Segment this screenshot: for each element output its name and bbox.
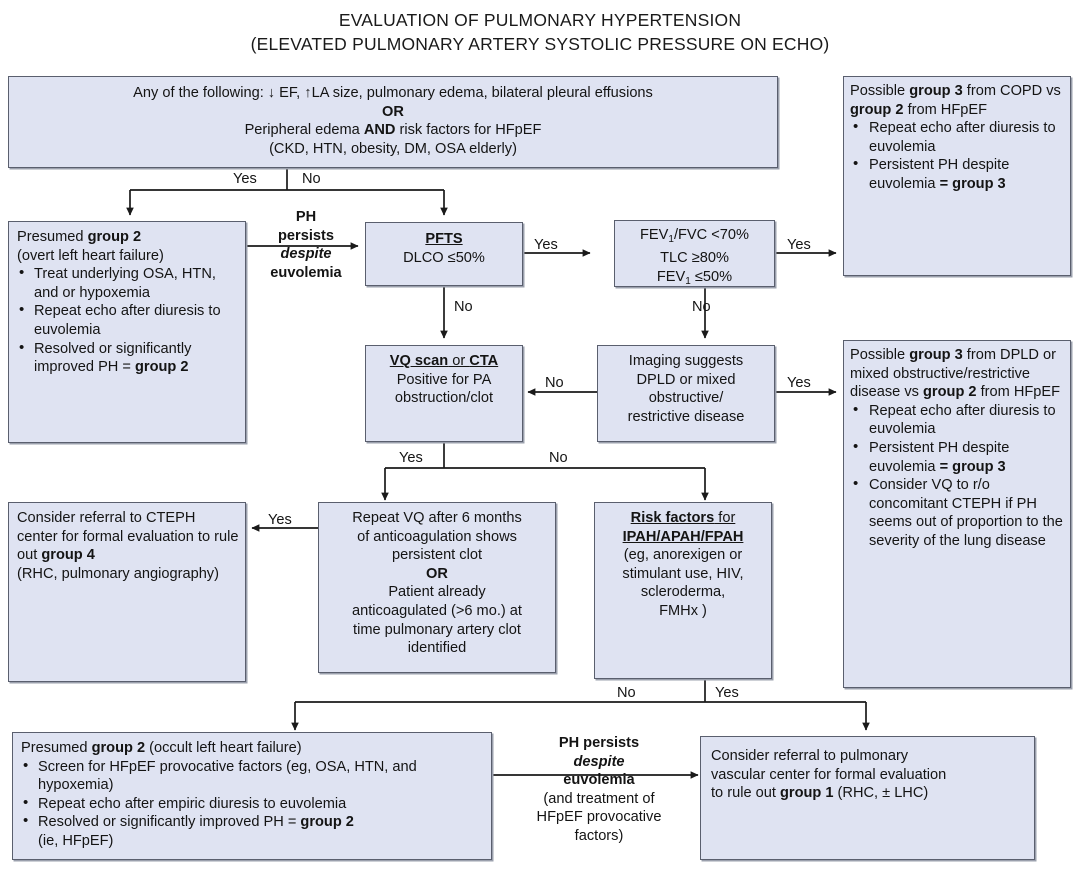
group2-occult-bullets: Screen for HFpEF provocative factors (eg… [21, 757, 483, 851]
edge-label-no-pfts: No [454, 299, 473, 315]
list-item: Persistent PH despite euvolemia = group … [850, 155, 1064, 193]
repeat-vq-l3: persistent clot [391, 547, 483, 564]
pulmonary-vascular-referral-box: Consider referral to pulmonary vascular … [700, 736, 1035, 860]
group3-dpld-bullets: Repeat echo after diuresis to euvolemia … [850, 401, 1064, 551]
list-item: Screen for HFpEF provocative factors (eg… [21, 757, 483, 795]
group3-copd-heading: Possible group 3 from COPD vs group 2 fr… [850, 83, 1061, 118]
spirometry-line-1: FEV1/FVC <70% [640, 227, 749, 245]
risk-factors-heading-1: Risk factors for [630, 510, 736, 526]
group2-occult-heading: Presumed group 2 (occult left heart fail… [21, 740, 302, 756]
edge-label-yes-spirometry: Yes [787, 237, 811, 253]
ph-bottom-line-5: HFpEF provocative [536, 809, 662, 826]
criteria-line-3: Peripheral edema AND risk factors for HF… [244, 122, 542, 139]
list-item: Resolved or significantly improved PH = … [21, 812, 483, 850]
presumed-group2-overt-box: Presumed group 2 (overt left heart failu… [8, 221, 246, 443]
title-line-2: (ELEVATED PULMONARY ARTERY SYSTOLIC PRES… [250, 34, 830, 54]
edge-label-yes-imaging: Yes [787, 375, 811, 391]
edge-label-yes-vq: Yes [399, 450, 423, 466]
repeat-vq-or: OR [426, 565, 448, 582]
risk-factors-box: Risk factors for IPAH/APAH/FPAH (eg, ano… [594, 502, 772, 679]
repeat-vq-l8: identified [407, 640, 467, 657]
risk-factors-l1: (eg, anorexigen or [623, 547, 743, 564]
group2-overt-bullets: Treat underlying OSA, HTN, and or hypoxe… [17, 264, 239, 377]
list-item: Repeat echo after diuresis to euvolemia [17, 301, 239, 339]
edge-label-no-imaging: No [545, 375, 564, 391]
ph-bottom-line-3: euvolemia [563, 772, 635, 789]
criteria-line-1: Any of the following: ↓ EF, ↑LA size, pu… [133, 85, 653, 101]
risk-factors-l4: FMHx ) [659, 602, 707, 619]
list-item: Treat underlying OSA, HTN, and or hypoxe… [17, 264, 239, 302]
group3-dpld-heading: Possible group 3 from DPLD or mixed obst… [850, 347, 1061, 401]
edge-label-no-spirometry: No [692, 299, 711, 315]
vq-heading: VQ scan or CTA [389, 353, 499, 369]
spirometry-line-2: TLC ≥80% [660, 250, 729, 267]
presumed-group2-occult-box: Presumed group 2 (occult left heart fail… [12, 732, 492, 860]
edge-label-ph-persists-euvolemia: PH persists despite euvolemia [251, 208, 361, 282]
pvc-l3: to rule out group 1 (RHC, ± LHC) [711, 785, 929, 802]
ph-line-4: euvolemia [270, 264, 342, 281]
edge-label-no-top: No [302, 171, 321, 187]
repeat-vq-l2: of anticoagulation shows [357, 528, 517, 545]
ph-bottom-line-4: (and treatment of [543, 790, 655, 807]
edge-label-no-risk-factors: No [617, 685, 636, 701]
list-item: Repeat echo after diuresis to euvolemia [850, 118, 1064, 156]
repeat-vq-l5: Patient already [388, 584, 486, 601]
cteph-text: Consider referral to CTEPH center for fo… [17, 510, 239, 564]
repeat-vq-box: Repeat VQ after 6 months of anticoagulat… [318, 502, 556, 673]
group2-overt-heading: Presumed group 2 [17, 229, 142, 245]
ph-bottom-line-6: factors) [574, 827, 624, 844]
edge-label-yes-cteph: Yes [268, 512, 292, 528]
criteria-or: OR [382, 103, 404, 120]
edge-label-yes-risk-factors: Yes [715, 685, 739, 701]
pfts-box: PFTS DLCO ≤50% [365, 222, 523, 286]
cteph-referral-box: Consider referral to CTEPH center for fo… [8, 502, 246, 682]
ph-bottom-line-2: despite [573, 753, 625, 770]
pfts-criterion: DLCO ≤50% [403, 249, 485, 266]
pfts-heading: PFTS [425, 231, 463, 247]
pvc-l2: vascular center for formal evaluation [711, 766, 947, 783]
criteria-box: Any of the following: ↓ EF, ↑LA size, pu… [8, 76, 778, 168]
edge-label-yes-top: Yes [233, 171, 257, 187]
ph-line-1: PH [295, 209, 317, 225]
risk-factors-heading-2: IPAH/APAH/FPAH [622, 528, 744, 545]
list-item: Resolved or significantly improved PH = … [17, 339, 239, 377]
title-line-1: EVALUATION OF PULMONARY HYPERTENSION [338, 10, 742, 30]
imaging-line-1: Imaging suggests [628, 353, 744, 369]
imaging-line-4: restrictive disease [627, 408, 745, 425]
edge-label-ph-persists-bottom: PH persists despite euvolemia (and treat… [506, 734, 692, 846]
risk-factors-l2: stimulant use, HIV, [622, 565, 744, 582]
imaging-box: Imaging suggests DPLD or mixed obstructi… [597, 345, 775, 442]
imaging-line-2: DPLD or mixed [636, 371, 736, 388]
list-item: Consider VQ to r/o concomitant CTEPH if … [850, 475, 1064, 550]
group2-overt-subheading: (overt left heart failure) [17, 247, 164, 264]
criteria-line-4: (CKD, HTN, obesity, DM, OSA elderly) [269, 140, 517, 157]
spirometry-line-3: FEV1 ≤50% [656, 268, 733, 287]
list-item: Repeat echo after empiric diuresis to eu… [21, 794, 483, 814]
list-item: Persistent PH despite euvolemia = group … [850, 438, 1064, 476]
group3-copd-box: Possible group 3 from COPD vs group 2 fr… [843, 76, 1071, 276]
imaging-line-3: obstructive/ [648, 390, 724, 407]
ph-line-2: persists [278, 227, 334, 244]
vq-line-1: Positive for PA [396, 371, 492, 388]
page-title: EVALUATION OF PULMONARY HYPERTENSION (EL… [0, 8, 1080, 56]
cteph-detail: (RHC, pulmonary angiography) [17, 565, 219, 582]
ph-bottom-line-1: PH persists [558, 735, 640, 751]
pvc-l1: Consider referral to pulmonary [711, 748, 909, 764]
risk-factors-l3: scleroderma, [640, 584, 726, 601]
spirometry-criteria-box: FEV1/FVC <70% TLC ≥80% FEV1 ≤50% [614, 220, 775, 287]
list-item: Repeat echo after diuresis to euvolemia [850, 401, 1064, 439]
repeat-vq-l6: anticoagulated (>6 mo.) at [352, 602, 522, 619]
vq-line-2: obstruction/clot [394, 390, 494, 407]
edge-label-no-vq: No [549, 450, 568, 466]
repeat-vq-l1: Repeat VQ after 6 months [352, 510, 522, 526]
ph-line-3: despite [280, 246, 332, 263]
vq-scan-box: VQ scan or CTA Positive for PA obstructi… [365, 345, 523, 442]
repeat-vq-l7: time pulmonary artery clot [353, 621, 521, 638]
group3-dpld-box: Possible group 3 from DPLD or mixed obst… [843, 340, 1071, 688]
edge-label-yes-pfts: Yes [534, 237, 558, 253]
group3-copd-bullets: Repeat echo after diuresis to euvolemia … [850, 118, 1064, 193]
